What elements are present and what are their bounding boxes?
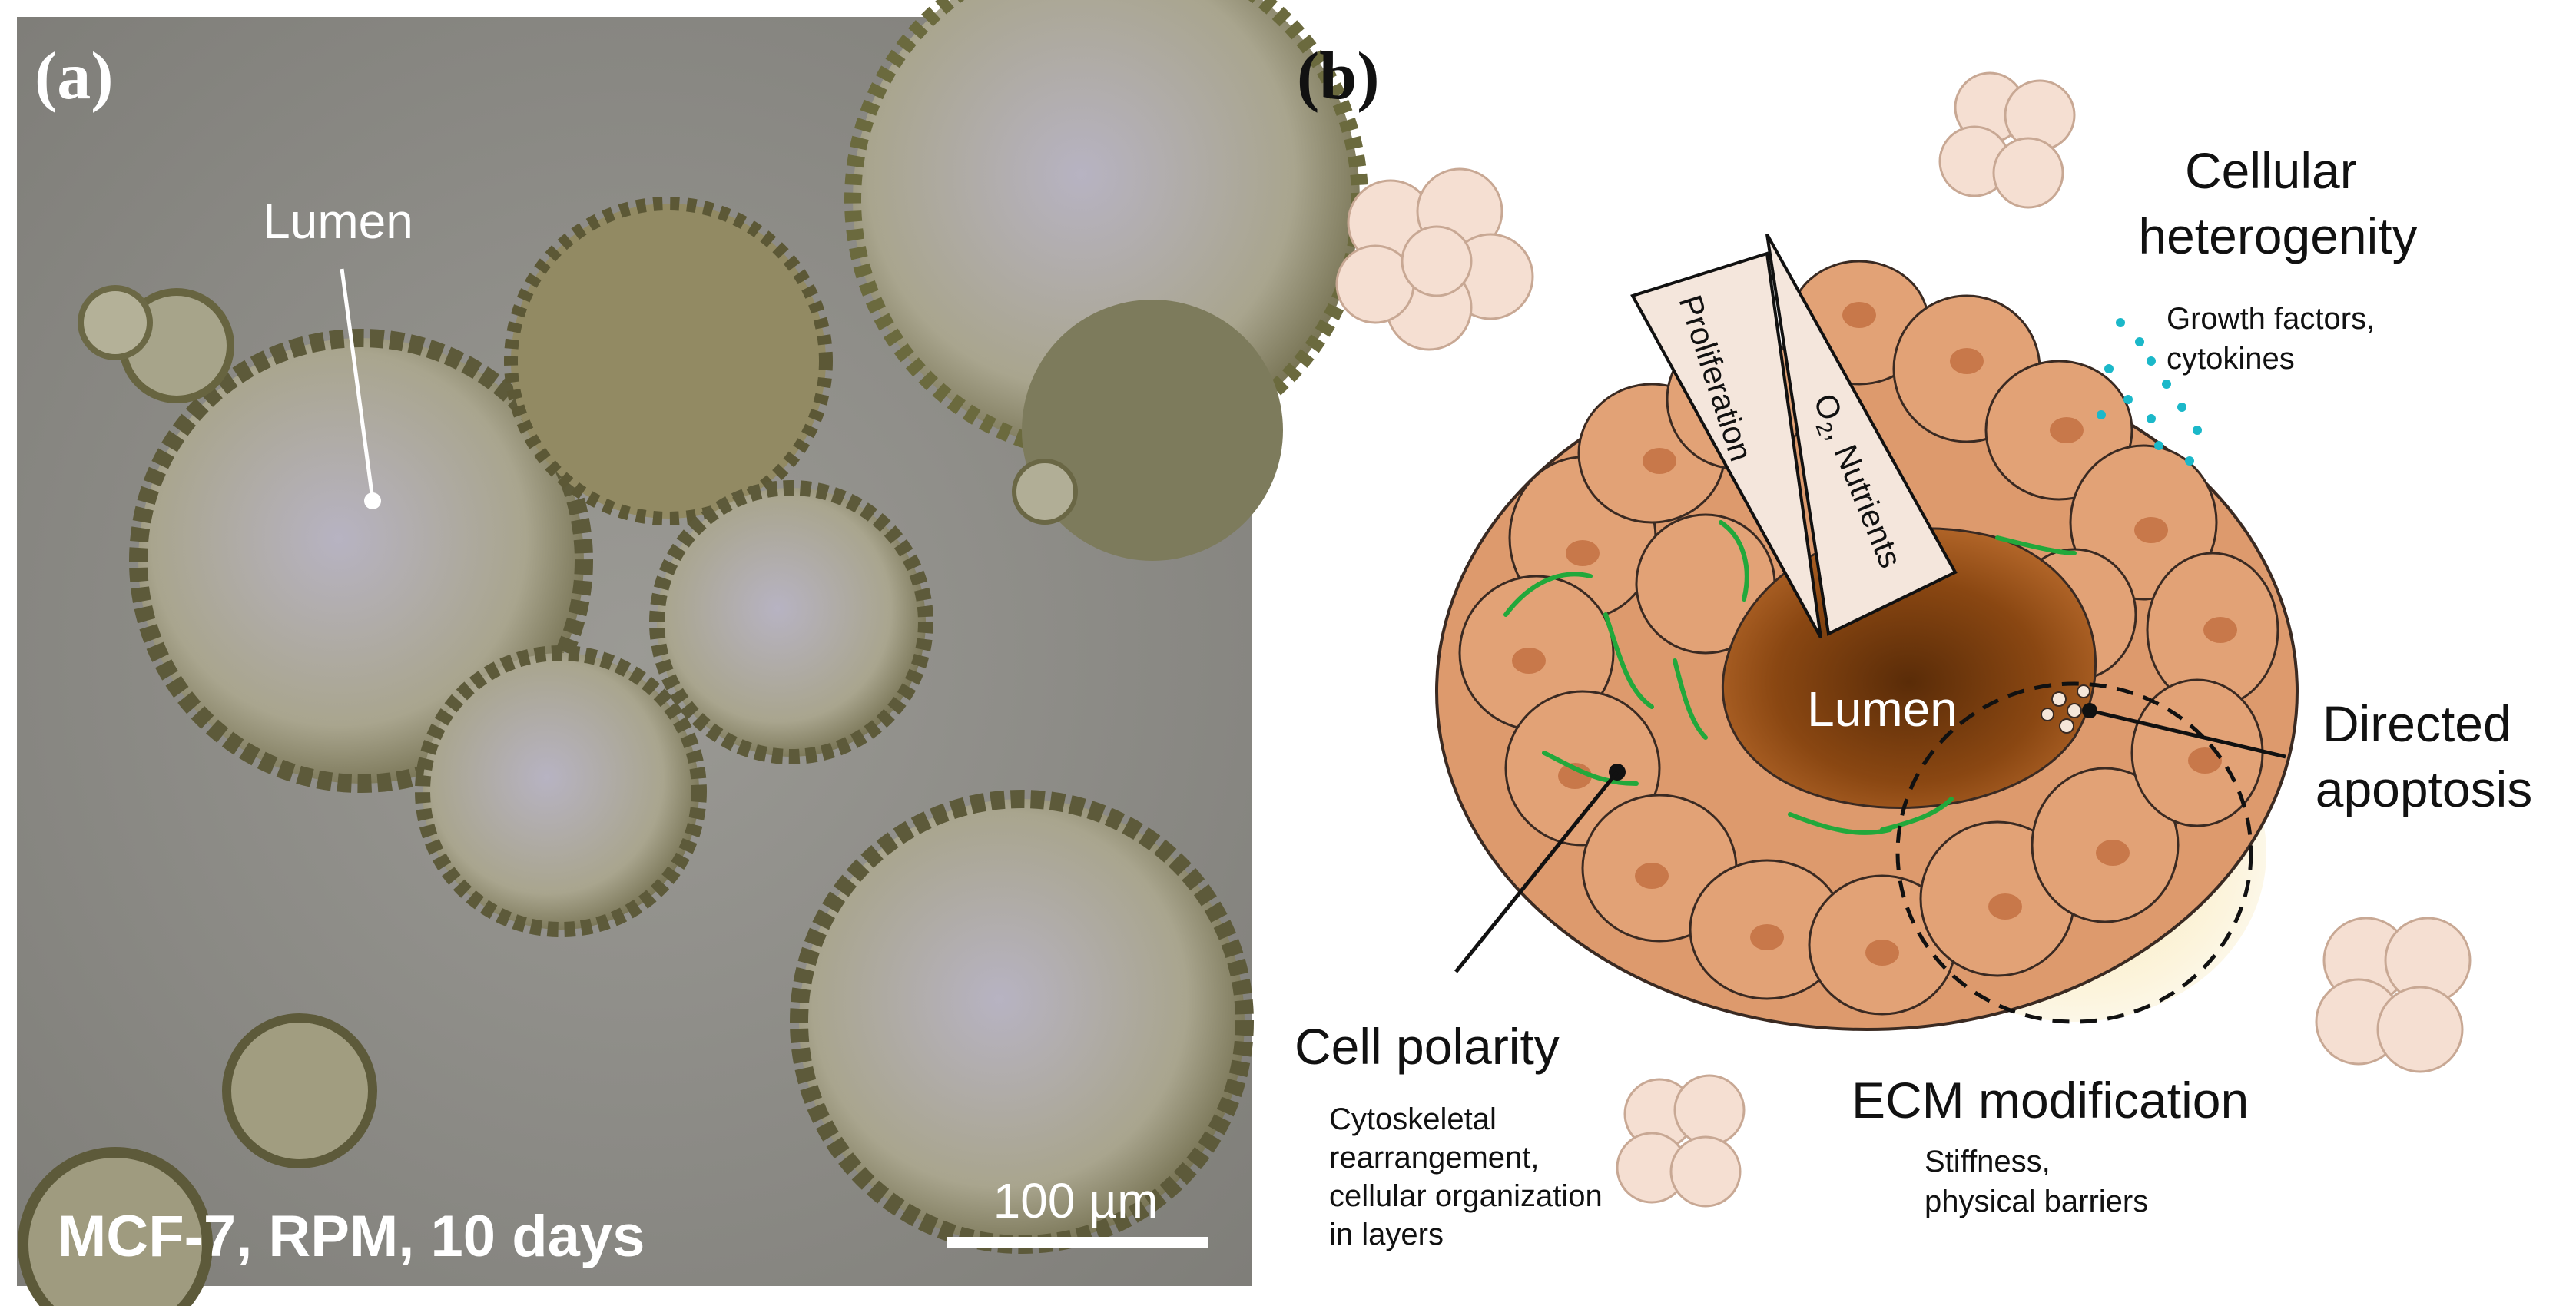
nutrients-wedge — [1765, 234, 1958, 636]
ecm-description: Stiffness, physical barriers — [1925, 1145, 2148, 1218]
floating-cluster-topleft — [1335, 167, 1534, 351]
polarity-line2: rearrangement, — [1329, 1141, 1539, 1175]
ecm-title: ECM modification — [1852, 1072, 2249, 1129]
heterogeneity-line1: Cellular — [2185, 142, 2357, 199]
apoptosis-pointer-line — [2089, 708, 2286, 759]
polarity-title: Cell polarity — [1295, 1018, 1560, 1075]
apoptosis-line2: apoptosis — [2316, 761, 2533, 817]
cross-section-spheroid — [1435, 260, 2299, 1031]
lumen-label-diagram: Lumen — [1807, 681, 1958, 737]
polarity-line1: Cytoskeletal — [1329, 1102, 1497, 1136]
microscopy-panel: (a) Lumen MCF-7, RPM, 10 days 100 µm — [17, 0, 1368, 1306]
growth-line1: Growth factors, — [2167, 302, 2375, 336]
growth-line2: cytokines — [2167, 342, 2295, 376]
panel-a-label: (a) — [35, 39, 114, 114]
polarity-description: Cytoskeletal rearrangement, cellular org… — [1329, 1102, 1611, 1251]
spheroid-bottom-left — [18, 459, 1078, 1306]
apoptosis-line1: Directed — [2322, 695, 2511, 752]
spheroid-lower-middle — [415, 645, 707, 937]
floating-cluster-right — [2315, 917, 2472, 1073]
heterogeneity-title: Cellular heterogenity — [2138, 142, 2417, 264]
growth-factors-text: Growth factors, cytokines — [2167, 302, 2383, 376]
polarity-line4: in layers — [1329, 1218, 1444, 1251]
lumen-label-micro: Lumen — [263, 194, 413, 249]
diagram-panel: (b) — [1295, 39, 2532, 1251]
apoptotic-bodies — [2041, 684, 2090, 734]
proliferation-wedge — [1630, 251, 1822, 638]
panel-b-label: (b) — [1297, 39, 1380, 114]
polarity-line3: cellular organization — [1329, 1179, 1603, 1213]
growth-factor-dots — [2097, 318, 2202, 466]
spheroid-dense-center — [504, 197, 833, 525]
ecm-line2: physical barriers — [1925, 1185, 2148, 1218]
ecm-line1: Stiffness, — [1925, 1145, 2051, 1178]
scalebar-label: 100 µm — [993, 1173, 1159, 1228]
spheroid-with-lumen — [78, 285, 593, 793]
apoptosis-title: Directed apoptosis — [2316, 695, 2533, 817]
cytoskeleton-fibers — [1503, 520, 2077, 835]
ecm-dashed-circle — [1895, 681, 2253, 1024]
floating-cluster-bottom — [1616, 1074, 1746, 1208]
polarity-pointer-line — [1454, 771, 1619, 973]
scalebar — [947, 1237, 1208, 1248]
lumen-pointer-dot — [364, 492, 381, 509]
lumen-pointer-line — [340, 268, 375, 500]
spheroid-middle-right — [649, 480, 933, 764]
heterogeneity-line2: heterogenity — [2138, 207, 2417, 264]
sample-caption: MCF-7, RPM, 10 days — [58, 1204, 645, 1269]
floating-cluster-topcenter — [1938, 71, 2076, 209]
